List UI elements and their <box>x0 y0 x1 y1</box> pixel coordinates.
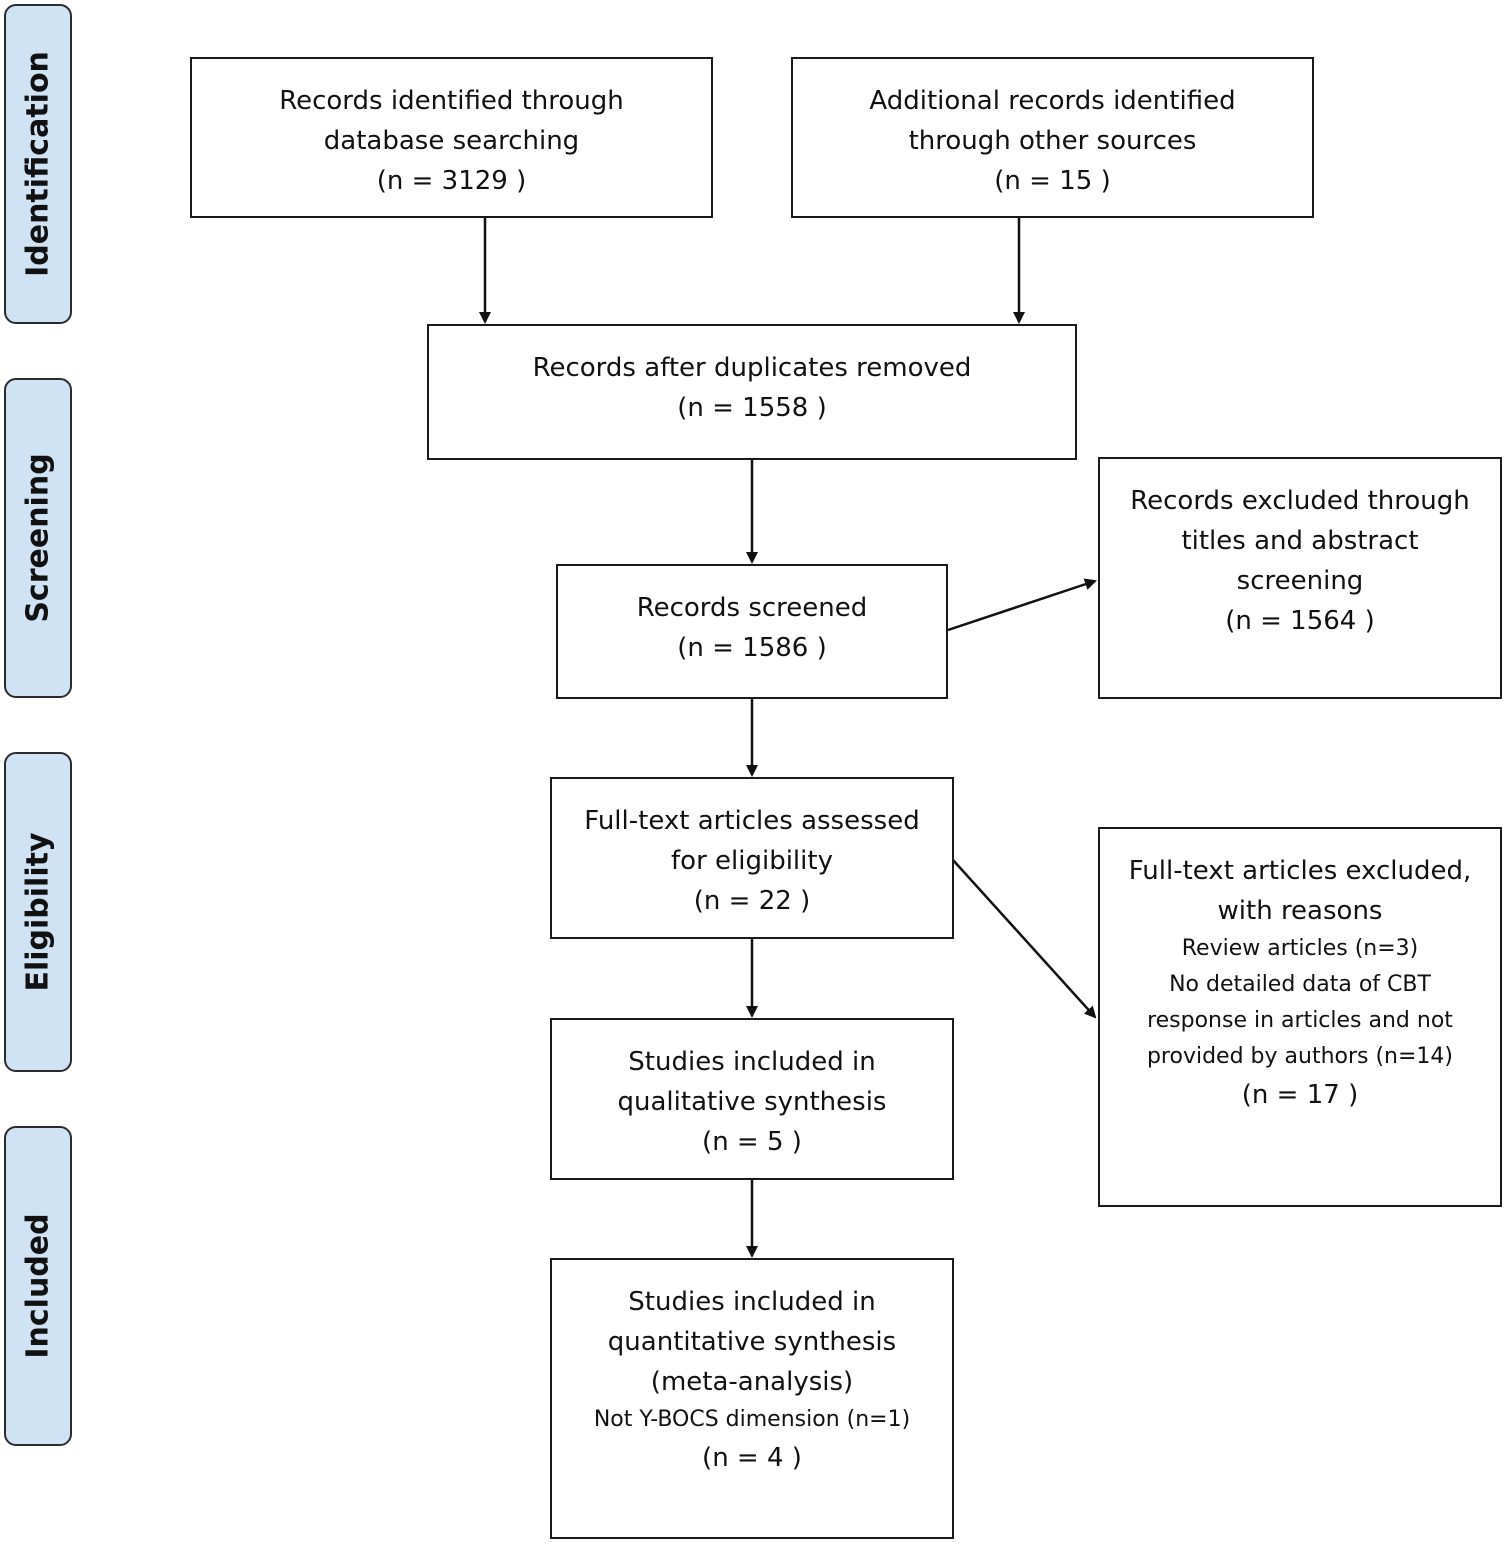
arrow-screened-to-excluded <box>947 578 1097 632</box>
database-count: (n = 3129 ) <box>376 166 527 196</box>
stage-included: Included <box>4 1126 72 1446</box>
excl-screen-line1: Records excluded through <box>1130 486 1470 516</box>
quant-count: (n = 4 ) <box>702 1443 802 1473</box>
quant-line2: quantitative synthesis <box>607 1327 897 1357</box>
box-database-search: Records identified through database sear… <box>190 57 713 218</box>
dedup-count: (n = 1558 ) <box>677 393 827 423</box>
box-fulltext-assessed: Full-text articles assessed for eligibil… <box>550 777 954 939</box>
qual-count: (n = 5 ) <box>702 1127 802 1157</box>
box-records-screened: Records screened (n = 1586 ) <box>556 564 948 699</box>
excl-full-count: (n = 17 ) <box>1241 1080 1359 1110</box>
quant-line1: Studies included in <box>628 1287 876 1317</box>
box-fulltext-excluded: Full-text articles excluded, with reason… <box>1098 827 1502 1207</box>
excl-full-reason3: response in articles and not <box>1147 1008 1453 1033</box>
box-other-sources: Additional records identified through ot… <box>791 57 1314 218</box>
dedup-line1: Records after duplicates removed <box>532 353 972 383</box>
excl-full-reason2: No detailed data of CBT <box>1169 972 1431 997</box>
stage-identification: Identification <box>4 4 72 324</box>
excl-full-line2: with reasons <box>1217 896 1383 926</box>
excl-full-reason4: provided by authors (n=14) <box>1146 1044 1454 1069</box>
other-line2: through other sources <box>908 126 1197 156</box>
fulltext-line1: Full-text articles assessed <box>584 806 920 836</box>
box-qualitative-synthesis: Studies included in qualitative synthesi… <box>550 1018 954 1180</box>
quant-line3: (meta-analysis) <box>650 1367 854 1397</box>
fulltext-count: (n = 22 ) <box>693 886 811 916</box>
box-quantitative-synthesis: Studies included in quantitative synthes… <box>550 1258 954 1539</box>
quant-note: Not Y-BOCS dimension (n=1) <box>593 1407 911 1432</box>
database-line2: database searching <box>323 126 580 156</box>
excl-screen-count: (n = 1564 ) <box>1225 606 1375 636</box>
box-records-excluded-screening: Records excluded through titles and abst… <box>1098 457 1502 699</box>
screened-count: (n = 1586 ) <box>677 633 827 663</box>
other-count: (n = 15 ) <box>994 166 1111 196</box>
stage-screening: Screening <box>4 378 72 698</box>
box-duplicates-removed: Records after duplicates removed (n = 15… <box>427 324 1077 460</box>
qual-line1: Studies included in <box>628 1047 876 1077</box>
excl-screen-line2: titles and abstract <box>1181 526 1419 556</box>
stage-eligibility: Eligibility <box>4 752 72 1072</box>
arrow-fulltext-to-excluded <box>952 859 1097 1019</box>
qual-line2: qualitative synthesis <box>617 1087 887 1117</box>
database-line1: Records identified through <box>279 86 624 116</box>
excl-full-line1: Full-text articles excluded, <box>1128 856 1472 886</box>
other-line1: Additional records identified <box>869 86 1236 116</box>
excl-full-reason1: Review articles (n=3) <box>1181 936 1419 961</box>
excl-screen-line3: screening <box>1236 566 1364 596</box>
fulltext-line2: for eligibility <box>671 846 833 876</box>
screened-line1: Records screened <box>636 593 868 623</box>
